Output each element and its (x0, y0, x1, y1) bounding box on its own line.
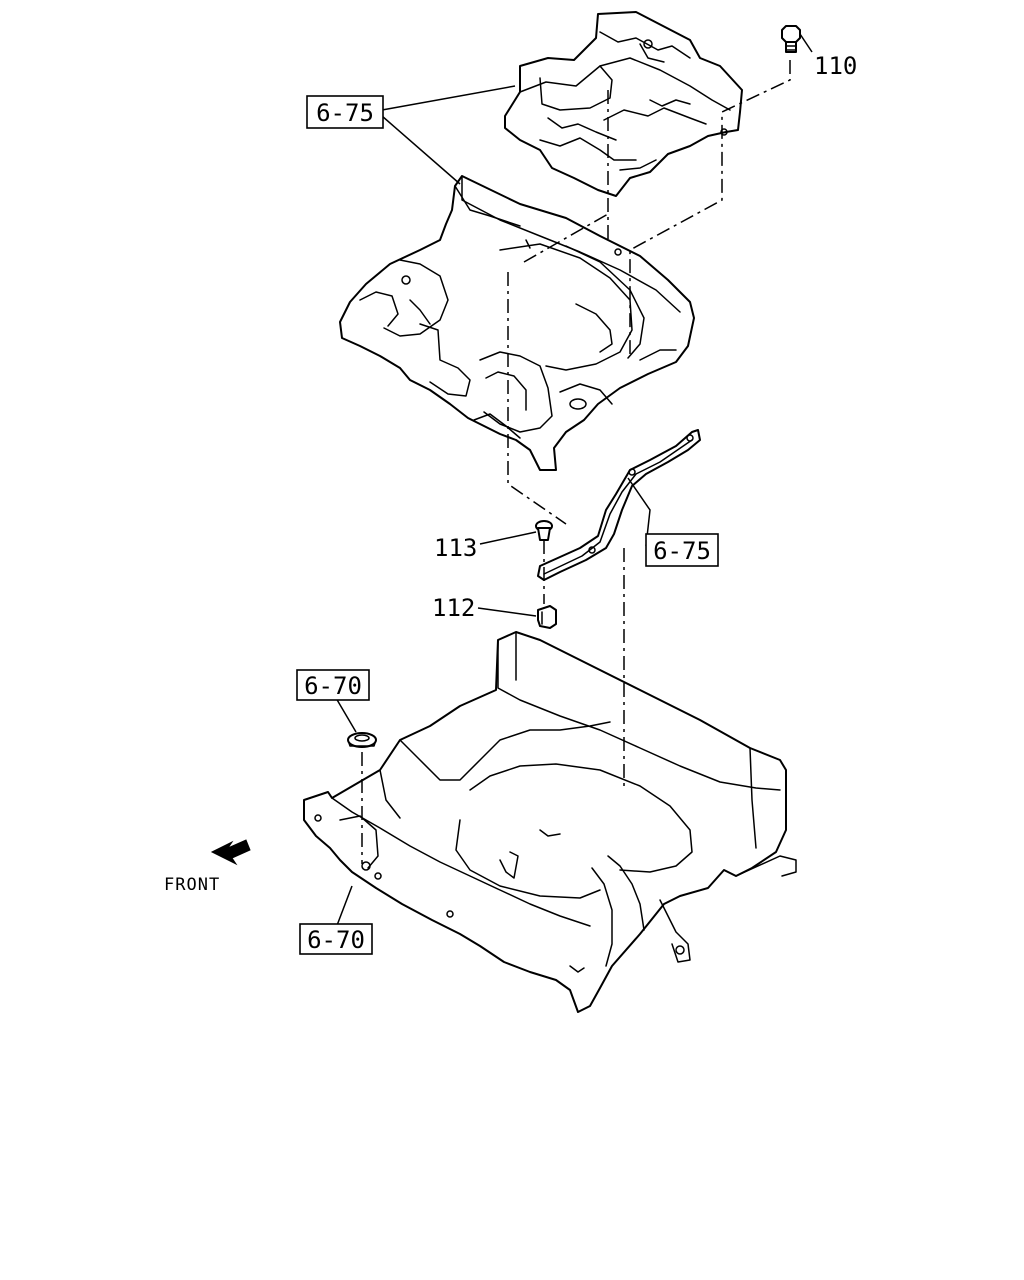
leader-lines (335, 33, 813, 929)
part-number-110[interactable]: 110 (814, 52, 857, 80)
front-indicator: FRONT (164, 839, 251, 895)
middle-floor-panel (339, 175, 695, 471)
callout-ref-lower[interactable]: 6-70 (299, 923, 373, 955)
part-number-113[interactable]: 113 (434, 534, 477, 562)
callout-ref-upper[interactable]: 6-75 (306, 95, 384, 129)
upper-floor-panel (504, 11, 743, 197)
callout-ref-lower-label: 6-70 (307, 926, 365, 954)
callout-ref-upper-label: 6-75 (316, 99, 374, 127)
callout-ref-strip[interactable]: 6-75 (645, 533, 719, 567)
part-number-112[interactable]: 112 (432, 594, 475, 622)
callout-ref-grommet[interactable]: 6-70 (296, 669, 370, 701)
front-label: FRONT (164, 875, 220, 895)
assembly-lines (361, 60, 791, 864)
grommet (347, 732, 377, 748)
clip-112 (537, 605, 557, 629)
bolt-110 (781, 25, 801, 53)
callout-ref-strip-label: 6-75 (653, 537, 711, 565)
clip-113 (535, 520, 553, 541)
front-arrow-icon (210, 839, 251, 866)
floor-strip-bracket (537, 429, 701, 581)
callout-ref-grommet-label: 6-70 (304, 672, 362, 700)
lower-floor-panel (303, 631, 797, 1013)
